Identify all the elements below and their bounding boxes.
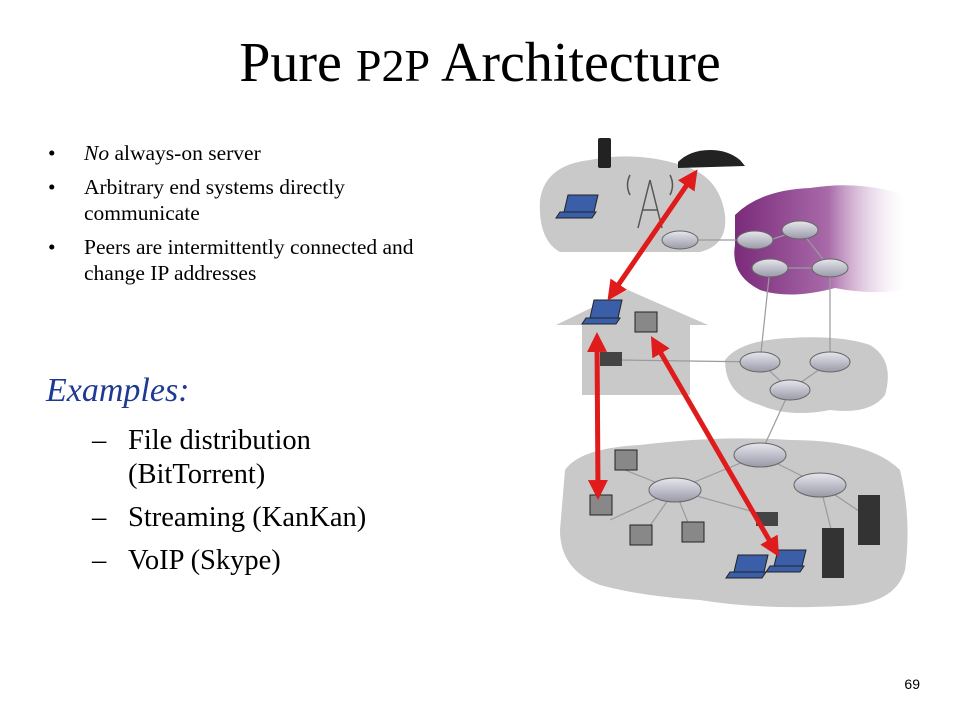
router-icon <box>751 258 789 278</box>
router-icon <box>733 442 787 468</box>
desktop-icon <box>589 494 613 516</box>
bullet-item: • Arbitrary end systems directly communic… <box>48 174 458 226</box>
router-icon <box>793 472 847 498</box>
dash-marker: – <box>92 545 107 576</box>
desktop-icon <box>629 524 653 546</box>
server-icon <box>822 528 844 578</box>
institutional-network-cloud <box>560 438 908 608</box>
example-text: Streaming (KanKan) <box>128 502 367 533</box>
bullet-marker: • <box>48 235 56 259</box>
laptop-icon <box>765 549 807 573</box>
desktop-icon <box>681 521 705 543</box>
bullet-text: Arbitrary end systems directly communica… <box>84 175 345 225</box>
example-item: –File distribution (BitTorrent) <box>92 424 452 492</box>
server-icon <box>858 495 880 545</box>
router-icon <box>811 258 849 278</box>
router-icon <box>739 351 781 373</box>
title-part3: Architecture <box>430 32 721 94</box>
examples-heading: Examples: <box>46 372 190 409</box>
examples-list: –File distribution (BitTorrent) –Streami… <box>92 424 452 587</box>
router-icon <box>809 351 851 373</box>
bullet-marker: • <box>48 141 56 165</box>
router-icon <box>661 230 699 250</box>
wireless-access-point-icon <box>600 352 622 366</box>
router-icon <box>769 379 811 401</box>
example-text: File distribution (BitTorrent) <box>128 425 311 490</box>
p2p-arrow <box>650 336 780 557</box>
desktop-icon <box>614 449 638 471</box>
laptop-icon <box>555 194 599 219</box>
bullet-marker: • <box>48 175 56 199</box>
home-icon <box>556 290 708 395</box>
title-part1: Pure <box>239 32 356 94</box>
router-icon <box>781 220 819 240</box>
smartphone-icon <box>598 138 611 168</box>
example-text: VoIP (Skype) <box>128 545 281 576</box>
example-item: –Streaming (KanKan) <box>92 501 452 535</box>
dash-marker: – <box>92 425 107 456</box>
bullet-list: • No always-on server • Arbitrary end syst… <box>48 140 458 294</box>
router-icon <box>736 230 774 250</box>
router-icon <box>648 477 702 503</box>
bullet-text: always-on server <box>109 141 261 165</box>
bullet-item: • No always-on server <box>48 140 458 166</box>
regional-network-cloud <box>725 337 888 414</box>
p2p-network-diagram <box>539 138 908 608</box>
desktop-icon <box>634 311 658 333</box>
bullet-emphasis: No <box>84 141 110 165</box>
p2p-arrow <box>587 332 608 500</box>
bullet-text: Peers are intermittently connected and c… <box>84 235 414 285</box>
bullet-item: • Peers are intermittently connected and … <box>48 234 458 286</box>
car-icon <box>678 150 745 168</box>
page-number: 69 <box>904 676 920 692</box>
example-item: –VoIP (Skype) <box>92 544 452 578</box>
p2p-arrows <box>587 169 780 557</box>
title-p2p: P2P <box>355 40 431 91</box>
p2p-arrow <box>607 169 698 301</box>
dash-marker: – <box>92 502 107 533</box>
laptop-icons <box>555 194 807 579</box>
slide-title: Pure P2P Architecture <box>0 30 960 99</box>
